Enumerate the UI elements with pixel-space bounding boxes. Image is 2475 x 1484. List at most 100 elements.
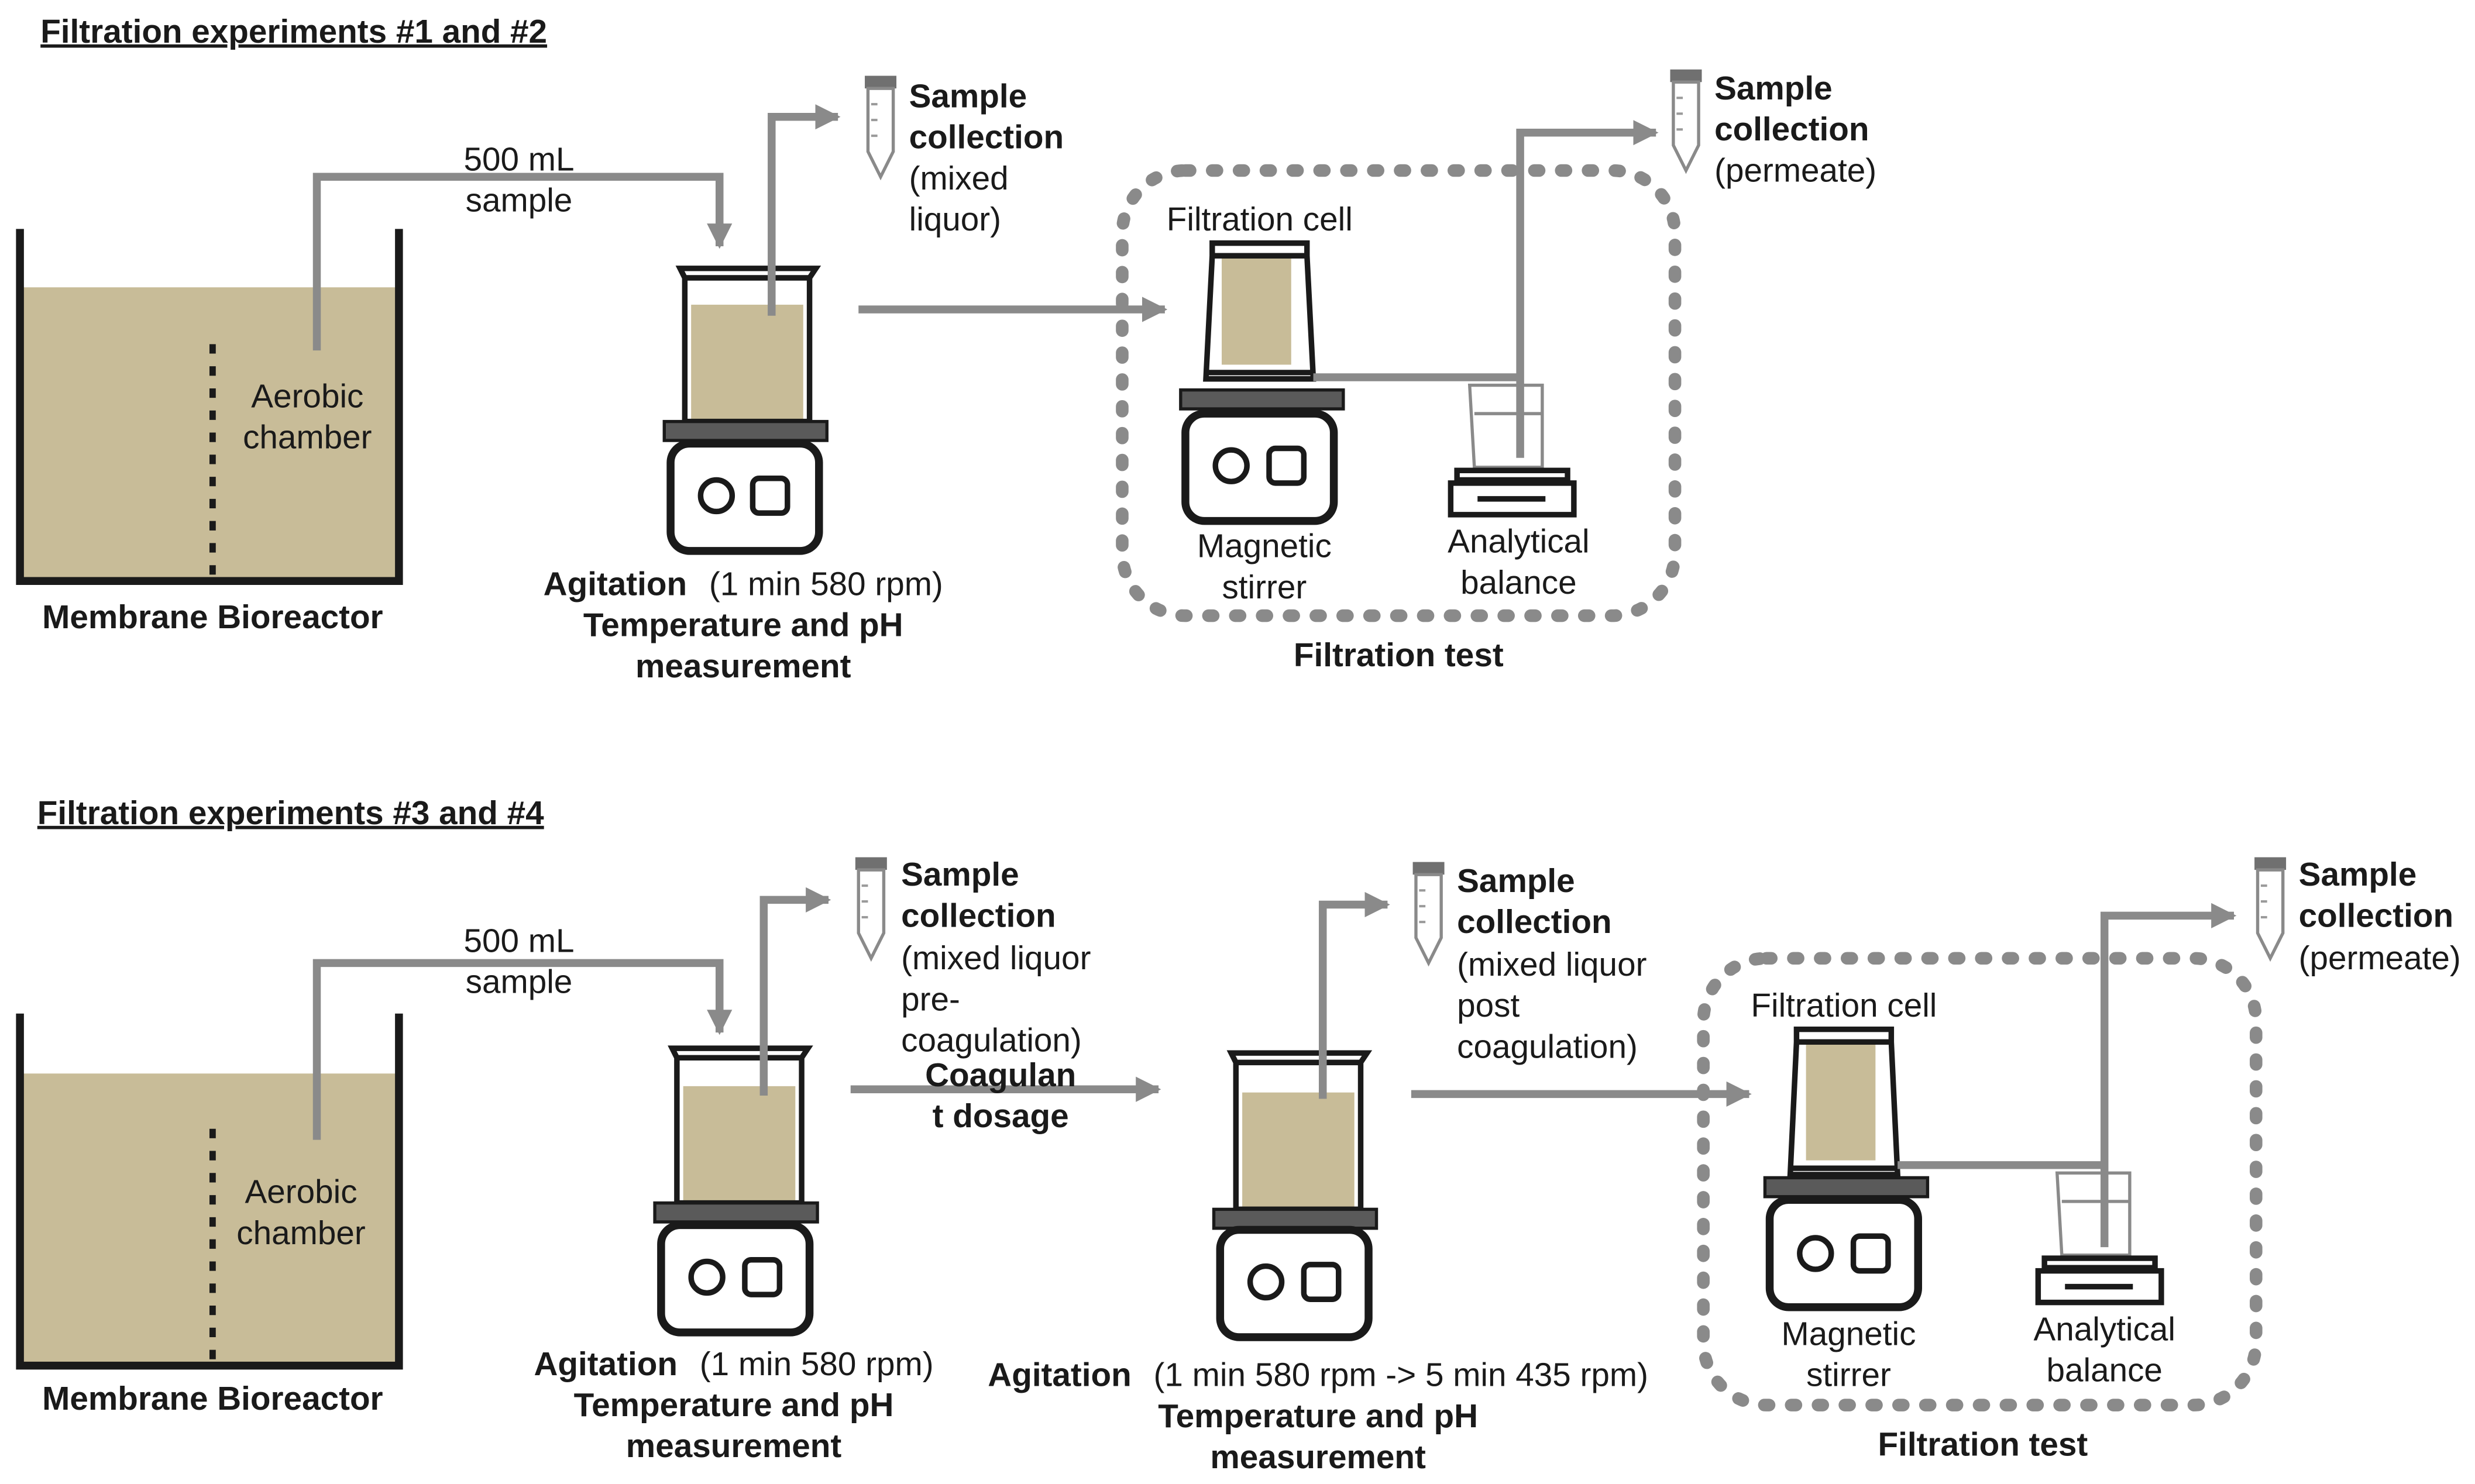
sample-tube-icon — [2254, 857, 2287, 962]
beaker-icon — [668, 1045, 813, 1206]
sample-tube-icon — [1670, 69, 1702, 174]
panel2-filtration-test-label: Filtration test — [1878, 1426, 2088, 1463]
panel1-measure-label-2: measurement — [635, 648, 851, 685]
panel2-sample-pre-title-1: Sample — [901, 856, 1019, 893]
tube-cap — [2254, 857, 2287, 870]
panel2-stirrer-label-1: Magnetic — [1782, 1316, 1916, 1352]
tube-cap — [855, 857, 887, 870]
panel2-agitation2-bold: Agitation — [988, 1357, 1131, 1394]
panel1-filtration-cell-label: Filtration cell — [1167, 201, 1353, 238]
stirrer-plate — [1179, 388, 1345, 411]
panel2-measure1-label-1: Temperature and pH — [574, 1387, 894, 1424]
stirrer-knob — [1247, 1263, 1285, 1301]
panel1-stirrer-label-2: stirrer — [1222, 569, 1307, 606]
panel2-sample-post-note-1: (mixed liquor — [1457, 946, 1646, 983]
analytical-balance-icon — [1448, 383, 1577, 518]
panel1-agitation-detail: (1 min 580 rpm) — [709, 566, 943, 602]
panel2-reactor-label: Membrane Bioreactor — [42, 1380, 383, 1417]
stirrer-plate — [1763, 1176, 1930, 1199]
panel2-measure1-label-2: measurement — [626, 1428, 842, 1465]
panel2-feed-label-1: 500 mL — [463, 922, 574, 959]
magnetic-stirrer-icon — [1179, 388, 1345, 525]
panel1-filtration-test-box — [1116, 164, 1682, 622]
panel1-feed-label-1: 500 mL — [463, 141, 574, 178]
panel2-feed-label-2: sample — [466, 964, 573, 1001]
panel-experiments-1-2: Filtration experiments #1 and #2 Aerobic… — [16, 13, 1876, 685]
tank-outline — [16, 1013, 403, 1370]
filtration-cell-icon — [1203, 240, 1316, 382]
panel1-agitation-label: Agitation(1 min 580 rpm) — [544, 566, 943, 602]
panel1-chamber-label-2: chamber — [243, 419, 372, 456]
panel2-stirrer-label-2: stirrer — [1806, 1357, 1891, 1394]
stirrer-knob — [1212, 447, 1250, 484]
panel2-sample-pre-note-1: (mixed liquor — [901, 940, 1091, 977]
panel2-coagulant-label-1: Coagulan — [925, 1057, 1076, 1094]
tube-body — [857, 868, 886, 962]
stirrer-body — [666, 439, 823, 555]
beaker-liquid — [1242, 1092, 1355, 1210]
stirrer-knob — [688, 1258, 726, 1296]
tube-cap — [1670, 69, 1702, 82]
panel2-sample-post-arrow — [1318, 891, 1390, 1099]
sample-tube-icon — [865, 75, 897, 181]
stirrer-plate — [653, 1201, 819, 1224]
panel2-sample-permeate-title-1: Sample — [2299, 856, 2417, 893]
tube-cap — [1412, 862, 1445, 875]
stirrer-plate — [1212, 1207, 1379, 1230]
panel2-agitation1-bold: Agitation — [534, 1346, 677, 1383]
panel1-sample-permeate-title-1: Sample — [1714, 70, 1833, 107]
panel2-balance-label-1: Analytical — [2033, 1311, 2175, 1348]
panel1-heading: Filtration experiments #1 and #2 — [40, 13, 547, 50]
panel2-sample-pre-title-2: collection — [901, 897, 1056, 934]
panel2-sample-permeate-note: (permeate) — [2299, 940, 2461, 977]
panel2-sample-pre-note-2: pre- — [901, 981, 960, 1018]
panel2-filtration-test-box — [1697, 952, 2263, 1411]
stirrer-body — [1765, 1196, 1922, 1311]
panel2-filtration-cell-label: Filtration cell — [1751, 987, 1937, 1024]
panel1-stirrer-label-1: Magnetic — [1197, 528, 1332, 565]
panel2-agitation2-detail: (1 min 580 rpm -> 5 min 435 rpm) — [1154, 1357, 1648, 1394]
panel2-permeate-arrow — [2100, 903, 2237, 1248]
tank-icon — [16, 229, 403, 585]
panel2-measure2-label-1: Temperature and pH — [1158, 1398, 1478, 1435]
panel1-sample-mixed-note-2: liquor) — [909, 201, 1001, 238]
tube-body — [2256, 868, 2285, 962]
balance-pan — [1454, 467, 1570, 483]
balance-base — [2035, 1268, 2164, 1306]
stirrer-display — [1850, 1233, 1891, 1274]
panel2-chamber-label-2: chamber — [236, 1215, 365, 1252]
panel2-heading: Filtration experiments #3 and #4 — [37, 795, 544, 832]
stirrer-body — [1216, 1225, 1373, 1341]
beaker-liquid — [691, 304, 803, 422]
panel2-agitation1-label: Agitation (1 min 580 rpm) — [534, 1346, 933, 1383]
stirrer-display — [750, 476, 790, 516]
stirrer-display — [1301, 1262, 1342, 1302]
panel2-sample-pre-note-3: coagulation) — [901, 1022, 1082, 1059]
panel1-sample-mixed-note-1: (mixed — [909, 160, 1009, 197]
panel-experiments-3-4: Filtration experiments #3 and #4 Aerobic… — [16, 795, 2461, 1476]
beaker-icon — [1226, 1050, 1373, 1213]
panel2-agitation1-detail: (1 min 580 rpm) — [700, 1346, 934, 1383]
panel1-sample-mixed-title-2: collection — [909, 119, 1064, 156]
tank-outline — [16, 229, 403, 585]
panel1-sample-permeate-note: (permeate) — [1714, 152, 1876, 189]
panel1-balance-label-1: Analytical — [1448, 524, 1589, 560]
panel2-chamber-label-1: Aerobic — [245, 1174, 357, 1211]
panel2-coagulant-label-2: t dosage — [933, 1098, 1069, 1135]
sample-tube-icon — [1412, 862, 1445, 967]
panel2-sample-post-note-2: post — [1457, 987, 1520, 1024]
tube-body — [1672, 80, 1700, 174]
filtration-cell-icon — [1787, 1026, 1901, 1177]
stirrer-display — [742, 1257, 783, 1297]
cell-membrane — [1222, 257, 1291, 365]
panel2-sample-post-title-1: Sample — [1457, 863, 1575, 900]
tube-body — [866, 87, 895, 181]
tank-liquid — [20, 1073, 399, 1366]
balance-beaker — [2055, 1171, 2132, 1257]
stirrer-display — [1266, 445, 1307, 486]
tank-icon — [16, 1013, 403, 1370]
tube-cap — [865, 75, 897, 89]
panel2-sample-permeate-title-2: collection — [2299, 897, 2453, 934]
